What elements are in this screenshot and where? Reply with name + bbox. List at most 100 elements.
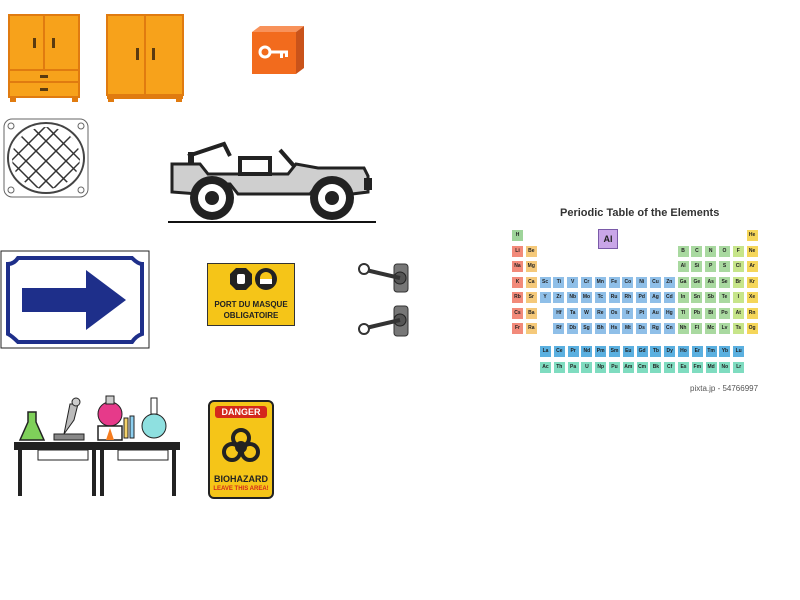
element-cell: Nd (581, 346, 593, 357)
biohazard-header: DANGER (215, 406, 267, 418)
element-cell: Bh (594, 323, 606, 334)
element-cell: Cn (663, 323, 675, 334)
element-cell: Sc (539, 276, 551, 288)
element-cell: Po (719, 307, 730, 319)
element-cell: Eu (622, 346, 634, 357)
element-cell: Er (691, 346, 703, 357)
element-cell: Th (553, 362, 565, 373)
element-cell: Am (622, 362, 634, 373)
element-cell: Sg (581, 323, 592, 334)
microscope-icon (53, 397, 85, 441)
element-cell: Ca (525, 276, 537, 288)
mask-sign-line2: OBLIGATOIRE (223, 311, 279, 320)
element-cell: P (705, 261, 717, 272)
featured-element-card: Al (598, 229, 618, 249)
element-cell: O (719, 245, 730, 257)
element-cell: Sb (705, 292, 717, 303)
biohazard-label: BIOHAZARD (214, 474, 268, 484)
featured-element-symbol: Al (603, 234, 613, 244)
element-cell: Ag (650, 292, 661, 303)
element-cell: Cr (581, 276, 592, 288)
element-cell: No (719, 362, 731, 373)
lever-bottom[interactable] (356, 304, 412, 338)
element-cell: Nb (567, 292, 579, 303)
element-cell: Cd (663, 292, 675, 303)
element-cell: S (719, 261, 730, 272)
element-cell: Cs (512, 307, 523, 319)
element-cell: Es (678, 362, 689, 373)
element-cell: Dy (664, 346, 676, 357)
mask-required-sign[interactable]: PORT DU MASQUE OBLIGATOIRE (207, 263, 295, 326)
element-cell: Ne (746, 245, 758, 257)
lab-bench[interactable] (14, 390, 180, 498)
element-cell: Y (539, 292, 551, 303)
element-cell: As (705, 276, 717, 288)
element-cell: Ga (677, 276, 689, 288)
element-cell: Sr (525, 292, 537, 303)
element-cell: Zr (553, 292, 565, 303)
element-cell: Db (567, 323, 579, 334)
flask-icon (18, 411, 46, 441)
element-cell: Sn (691, 292, 703, 303)
element-cell: V (567, 276, 579, 288)
element-cell: Mn (594, 276, 606, 288)
face-mask-icon (255, 268, 277, 290)
element-cell: Cf (664, 362, 676, 373)
element-cell: Zn (663, 276, 675, 288)
element-cell: Fm (691, 362, 703, 373)
arrow-sign[interactable] (0, 250, 150, 349)
element-cell: Br (732, 276, 744, 288)
element-cell: Tb (650, 346, 662, 357)
element-cell: Ru (608, 292, 620, 303)
arrow-right-icon (22, 270, 126, 330)
element-cell: Rn (746, 307, 758, 319)
periodic-table-title: Periodic Table of the Elements (560, 207, 720, 219)
element-cell: Pm (595, 346, 607, 357)
element-cell: Co (622, 276, 634, 288)
element-cell: B (677, 245, 689, 257)
element-cell: Ni (636, 276, 648, 288)
element-cell: Ts (732, 323, 744, 334)
element-cell: Ce (553, 346, 565, 357)
element-cell: Lu (733, 346, 745, 357)
element-cell: Pt (636, 307, 648, 319)
element-cell: Sm (609, 346, 620, 357)
element-cell: Fl (691, 323, 703, 334)
element-cell: Ba (525, 307, 537, 319)
round-flask-icon (141, 397, 167, 439)
element-cell: Se (719, 276, 730, 288)
biohazard-sign[interactable]: DANGER BIOHAZARD LEAVE THIS AREA! (208, 400, 274, 499)
wardrobe-left[interactable] (8, 14, 80, 102)
element-cell: Md (705, 362, 717, 373)
key-box[interactable] (252, 26, 306, 74)
mask-sign-line1: PORT DU MASQUE (214, 300, 288, 309)
wardrobe-right[interactable] (106, 14, 184, 102)
element-cell: C (691, 245, 703, 257)
element-cell: Tm (705, 346, 717, 357)
burner-icon (97, 395, 123, 441)
key-icon (258, 45, 288, 59)
element-cell: Hf (553, 307, 565, 319)
element-cell: Al (677, 261, 689, 272)
element-cell: Hs (608, 323, 620, 334)
element-cell: Pr (567, 346, 579, 357)
biohazard-icon (222, 428, 260, 462)
element-cell: Ho (678, 346, 689, 357)
element-cell: Rh (622, 292, 634, 303)
element-cell: Bi (705, 307, 717, 319)
element-cell: N (705, 245, 717, 257)
element-cell: Rf (553, 323, 565, 334)
element-cell: Kr (746, 276, 758, 288)
element-cell: Ds (636, 323, 648, 334)
element-cell: W (581, 307, 592, 319)
element-cell: Ar (746, 261, 758, 272)
vent-grate[interactable] (3, 118, 89, 198)
element-cell: Pu (609, 362, 620, 373)
element-cell: Np (595, 362, 607, 373)
element-cell: Ir (622, 307, 634, 319)
element-cell: Hg (663, 307, 675, 319)
jeep[interactable] (168, 138, 376, 226)
lever-top[interactable] (356, 262, 412, 294)
element-cell: Au (650, 307, 661, 319)
element-cell: Pa (567, 362, 579, 373)
